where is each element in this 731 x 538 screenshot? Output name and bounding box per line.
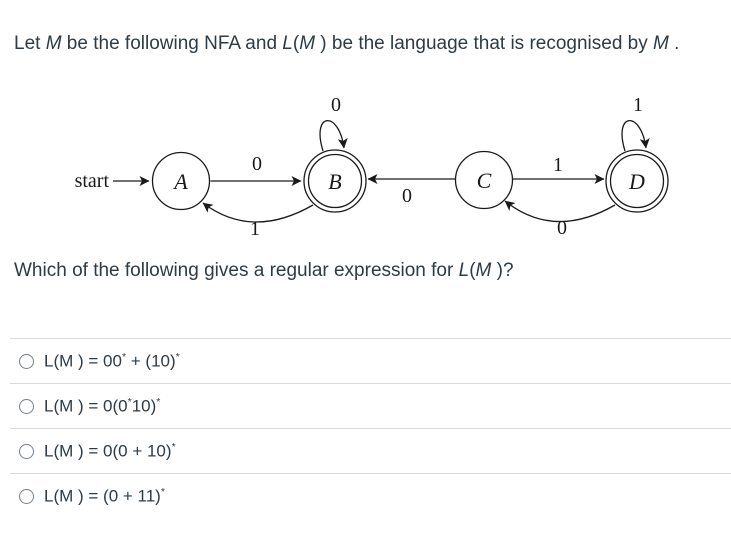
question-prompt: Which of the following gives a regular e…	[14, 260, 514, 281]
edge-c-to-b-label: 0	[402, 185, 412, 207]
edge-b-to-a-label: 1	[250, 218, 260, 240]
radio-button[interactable]	[19, 488, 34, 504]
state-a-label: A	[172, 169, 188, 194]
answer-option-label[interactable]: L(M ) = 0(0*10)*	[44, 395, 161, 416]
start-label: start	[75, 170, 110, 192]
state-c-circle	[454, 150, 514, 210]
state-b-inner-circle	[307, 153, 363, 209]
edge-b-self-loop	[319, 120, 348, 152]
edge-d-to-c	[504, 200, 616, 223]
state-b-outer-circle	[303, 149, 367, 213]
answer-options: L(M ) = 00* + (10)* L(M ) = 0(0*10)* L(M…	[10, 338, 731, 518]
answer-option-label[interactable]: L(M ) = 0(0 + 10)*	[44, 440, 176, 461]
state-a-circle	[151, 151, 211, 211]
edge-b-to-a	[202, 202, 314, 223]
edge-d-self-loop	[621, 120, 650, 152]
answer-option-2[interactable]: L(M ) = 0(0*10)*	[10, 383, 731, 428]
edge-d-to-c-label: 0	[557, 217, 567, 239]
radio-button[interactable]	[19, 353, 34, 369]
question-intro-text: Let M be the following NFA and L(M ) be …	[14, 33, 680, 54]
answer-option-4[interactable]: L(M ) = (0 + 11)*	[10, 473, 731, 518]
edge-b-self-loop-label: 0	[331, 94, 341, 116]
state-c-label: C	[477, 168, 492, 193]
state-d-inner-circle	[609, 153, 665, 209]
state-b-label: B	[328, 169, 341, 194]
edge-c-to-d-label: 1	[553, 154, 563, 176]
state-d-label: D	[628, 169, 645, 194]
radio-button[interactable]	[19, 443, 34, 459]
edge-d-self-loop-label: 1	[633, 94, 643, 116]
state-d-outer-circle	[605, 149, 669, 213]
answer-option-label[interactable]: L(M ) = 00* + (10)*	[44, 350, 180, 371]
answer-option-label[interactable]: L(M ) = (0 + 11)*	[44, 485, 165, 506]
radio-button[interactable]	[19, 398, 34, 414]
answer-option-3[interactable]: L(M ) = 0(0 + 10)*	[10, 428, 731, 473]
edge-a-to-b-label: 0	[252, 153, 262, 175]
answer-option-1[interactable]: L(M ) = 00* + (10)*	[10, 338, 731, 383]
